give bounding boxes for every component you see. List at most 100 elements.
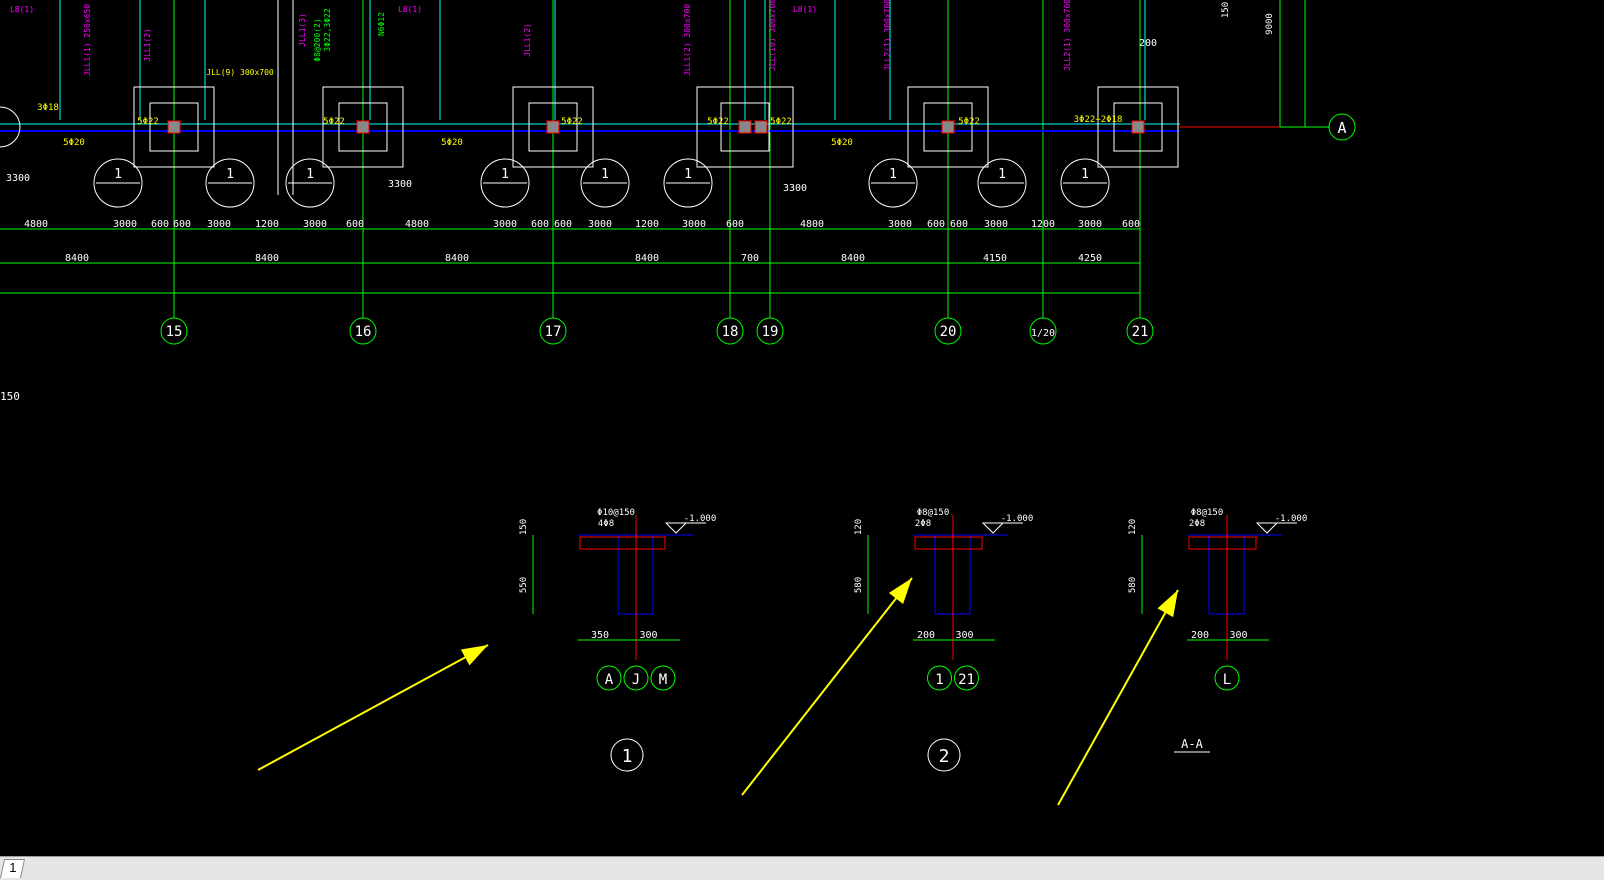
dim-label-row1: 3000 xyxy=(682,219,706,230)
pile-label: 1 xyxy=(998,167,1006,182)
pile-label: 1 xyxy=(684,167,692,182)
callout-arrows xyxy=(257,577,1179,806)
dim-label-small: 3300 xyxy=(6,173,30,184)
section-height-label: 120 xyxy=(854,519,864,535)
dim-label-row1: 4800 xyxy=(24,219,48,230)
section-rebar-cage xyxy=(1188,536,1257,550)
grid-axis-bubble xyxy=(539,317,567,345)
pile-circle xyxy=(580,158,630,208)
beam-label: JLL(9) 300x700 xyxy=(206,68,274,77)
beam-label: L8(1) xyxy=(793,5,817,14)
grid-axis-label: 21 xyxy=(1132,324,1149,340)
section-rebar-cage xyxy=(579,536,666,550)
pile-cap-outer xyxy=(1097,86,1179,168)
beam-label: JLL1(2) xyxy=(143,28,152,62)
section-axis-bubble xyxy=(954,665,979,691)
dim-label-row1: 600 xyxy=(554,219,572,230)
dim-label-small: 3300 xyxy=(388,179,412,190)
section-height-label: 150 xyxy=(519,519,529,535)
dim-label-row1: 1200 xyxy=(1031,219,1055,230)
beam-label: JLL2(1) 300x700 xyxy=(883,0,892,71)
dim-label-row2: 4250 xyxy=(1078,253,1102,264)
elevation-marker xyxy=(664,522,688,534)
grid-axis-bubble xyxy=(349,317,377,345)
elevation-label: -1.000 xyxy=(1001,514,1034,524)
dim-label-row1: 600 xyxy=(531,219,549,230)
section-axis-label: J xyxy=(632,672,640,688)
column-mark xyxy=(1131,120,1145,134)
arrow-head xyxy=(460,645,488,666)
arrow-head xyxy=(1157,590,1178,618)
layout-tab[interactable]: 1 xyxy=(0,859,26,878)
rebar-label: 3Φ18 xyxy=(37,103,59,113)
dim-label-row1: 600 xyxy=(173,219,191,230)
pile-circle xyxy=(977,158,1027,208)
section-id-label: A-A xyxy=(1181,737,1203,751)
dim-label-row2: 8400 xyxy=(841,253,865,264)
section-height-label: 580 xyxy=(854,577,864,593)
stirrup-label: Φ8@150 xyxy=(917,508,950,518)
section-axis-bubble xyxy=(650,665,676,691)
arrow-shaft xyxy=(1057,589,1179,806)
section-width-label: 300 xyxy=(639,630,657,641)
stirrup-label: Φ10@150 xyxy=(597,508,635,518)
dim-label-small: 9000 xyxy=(1265,13,1275,35)
beam-label: JLL1(1) 250x650 xyxy=(83,4,92,76)
pile-circle xyxy=(1060,158,1110,208)
beam-label: Φ8@200(2) xyxy=(313,18,322,61)
elevation-label: -1.000 xyxy=(684,514,717,524)
dim-label-row1: 4800 xyxy=(800,219,824,230)
section-id-label: 1 xyxy=(622,746,633,767)
section-id-label: 2 xyxy=(939,746,950,767)
grid-axis-bubble xyxy=(716,317,744,345)
stirrup-label: Φ8@150 xyxy=(1191,508,1224,518)
dim-label-row1: 1200 xyxy=(635,219,659,230)
beam-label: JLL1(2) xyxy=(523,23,532,57)
dim-label-row2: 4150 xyxy=(983,253,1007,264)
bar-count-label: 2Φ8 xyxy=(915,519,931,529)
pile-cap-inner xyxy=(338,102,388,152)
grid-axis-label: 19 xyxy=(762,324,779,340)
dim-label-row1: 3000 xyxy=(1078,219,1102,230)
section-width-label: 300 xyxy=(1229,630,1247,641)
section-axis-bubble xyxy=(623,665,649,691)
dim-label-row1: 3000 xyxy=(113,219,137,230)
plan-linework xyxy=(0,0,1356,345)
column-mark xyxy=(356,120,370,134)
bar-count-label: 2Φ8 xyxy=(1189,519,1205,529)
row-axis-label: A xyxy=(1337,119,1346,137)
column-mark xyxy=(754,120,768,134)
section-axis-bubble xyxy=(1214,665,1240,691)
dim-label-row1: 3000 xyxy=(984,219,1008,230)
section-width-label: 350 xyxy=(591,630,609,641)
pile-cap-outer xyxy=(512,86,594,168)
dim-label-row2: 8400 xyxy=(255,253,279,264)
pile-circle xyxy=(205,158,255,208)
arrow-shaft xyxy=(741,577,913,796)
rebar-label: 5Φ22 xyxy=(707,117,729,127)
section-id-bubble xyxy=(927,738,961,772)
section-height-label: 580 xyxy=(1128,577,1138,593)
elevation-label: -1.000 xyxy=(1275,514,1308,524)
pile-circle xyxy=(93,158,143,208)
pile-label: 1 xyxy=(114,167,122,182)
pile-label: 1 xyxy=(501,167,509,182)
grid-axis-label: 18 xyxy=(722,324,739,340)
pile-circle xyxy=(663,158,713,208)
section-axis-label: 21 xyxy=(958,672,975,688)
beam-label: JLL(10) 300x700 xyxy=(768,0,777,71)
pile-cap-inner xyxy=(528,102,578,152)
pile-circle xyxy=(285,158,335,208)
grid-axis-bubble xyxy=(756,317,784,345)
pile-label: 1 xyxy=(889,167,897,182)
grid-axis-label: 1/20 xyxy=(1031,328,1055,339)
dim-label-row1: 600 xyxy=(726,219,744,230)
pile-label: 1 xyxy=(601,167,609,182)
rebar-label: 5Φ20 xyxy=(831,138,853,148)
column-mark xyxy=(738,120,752,134)
